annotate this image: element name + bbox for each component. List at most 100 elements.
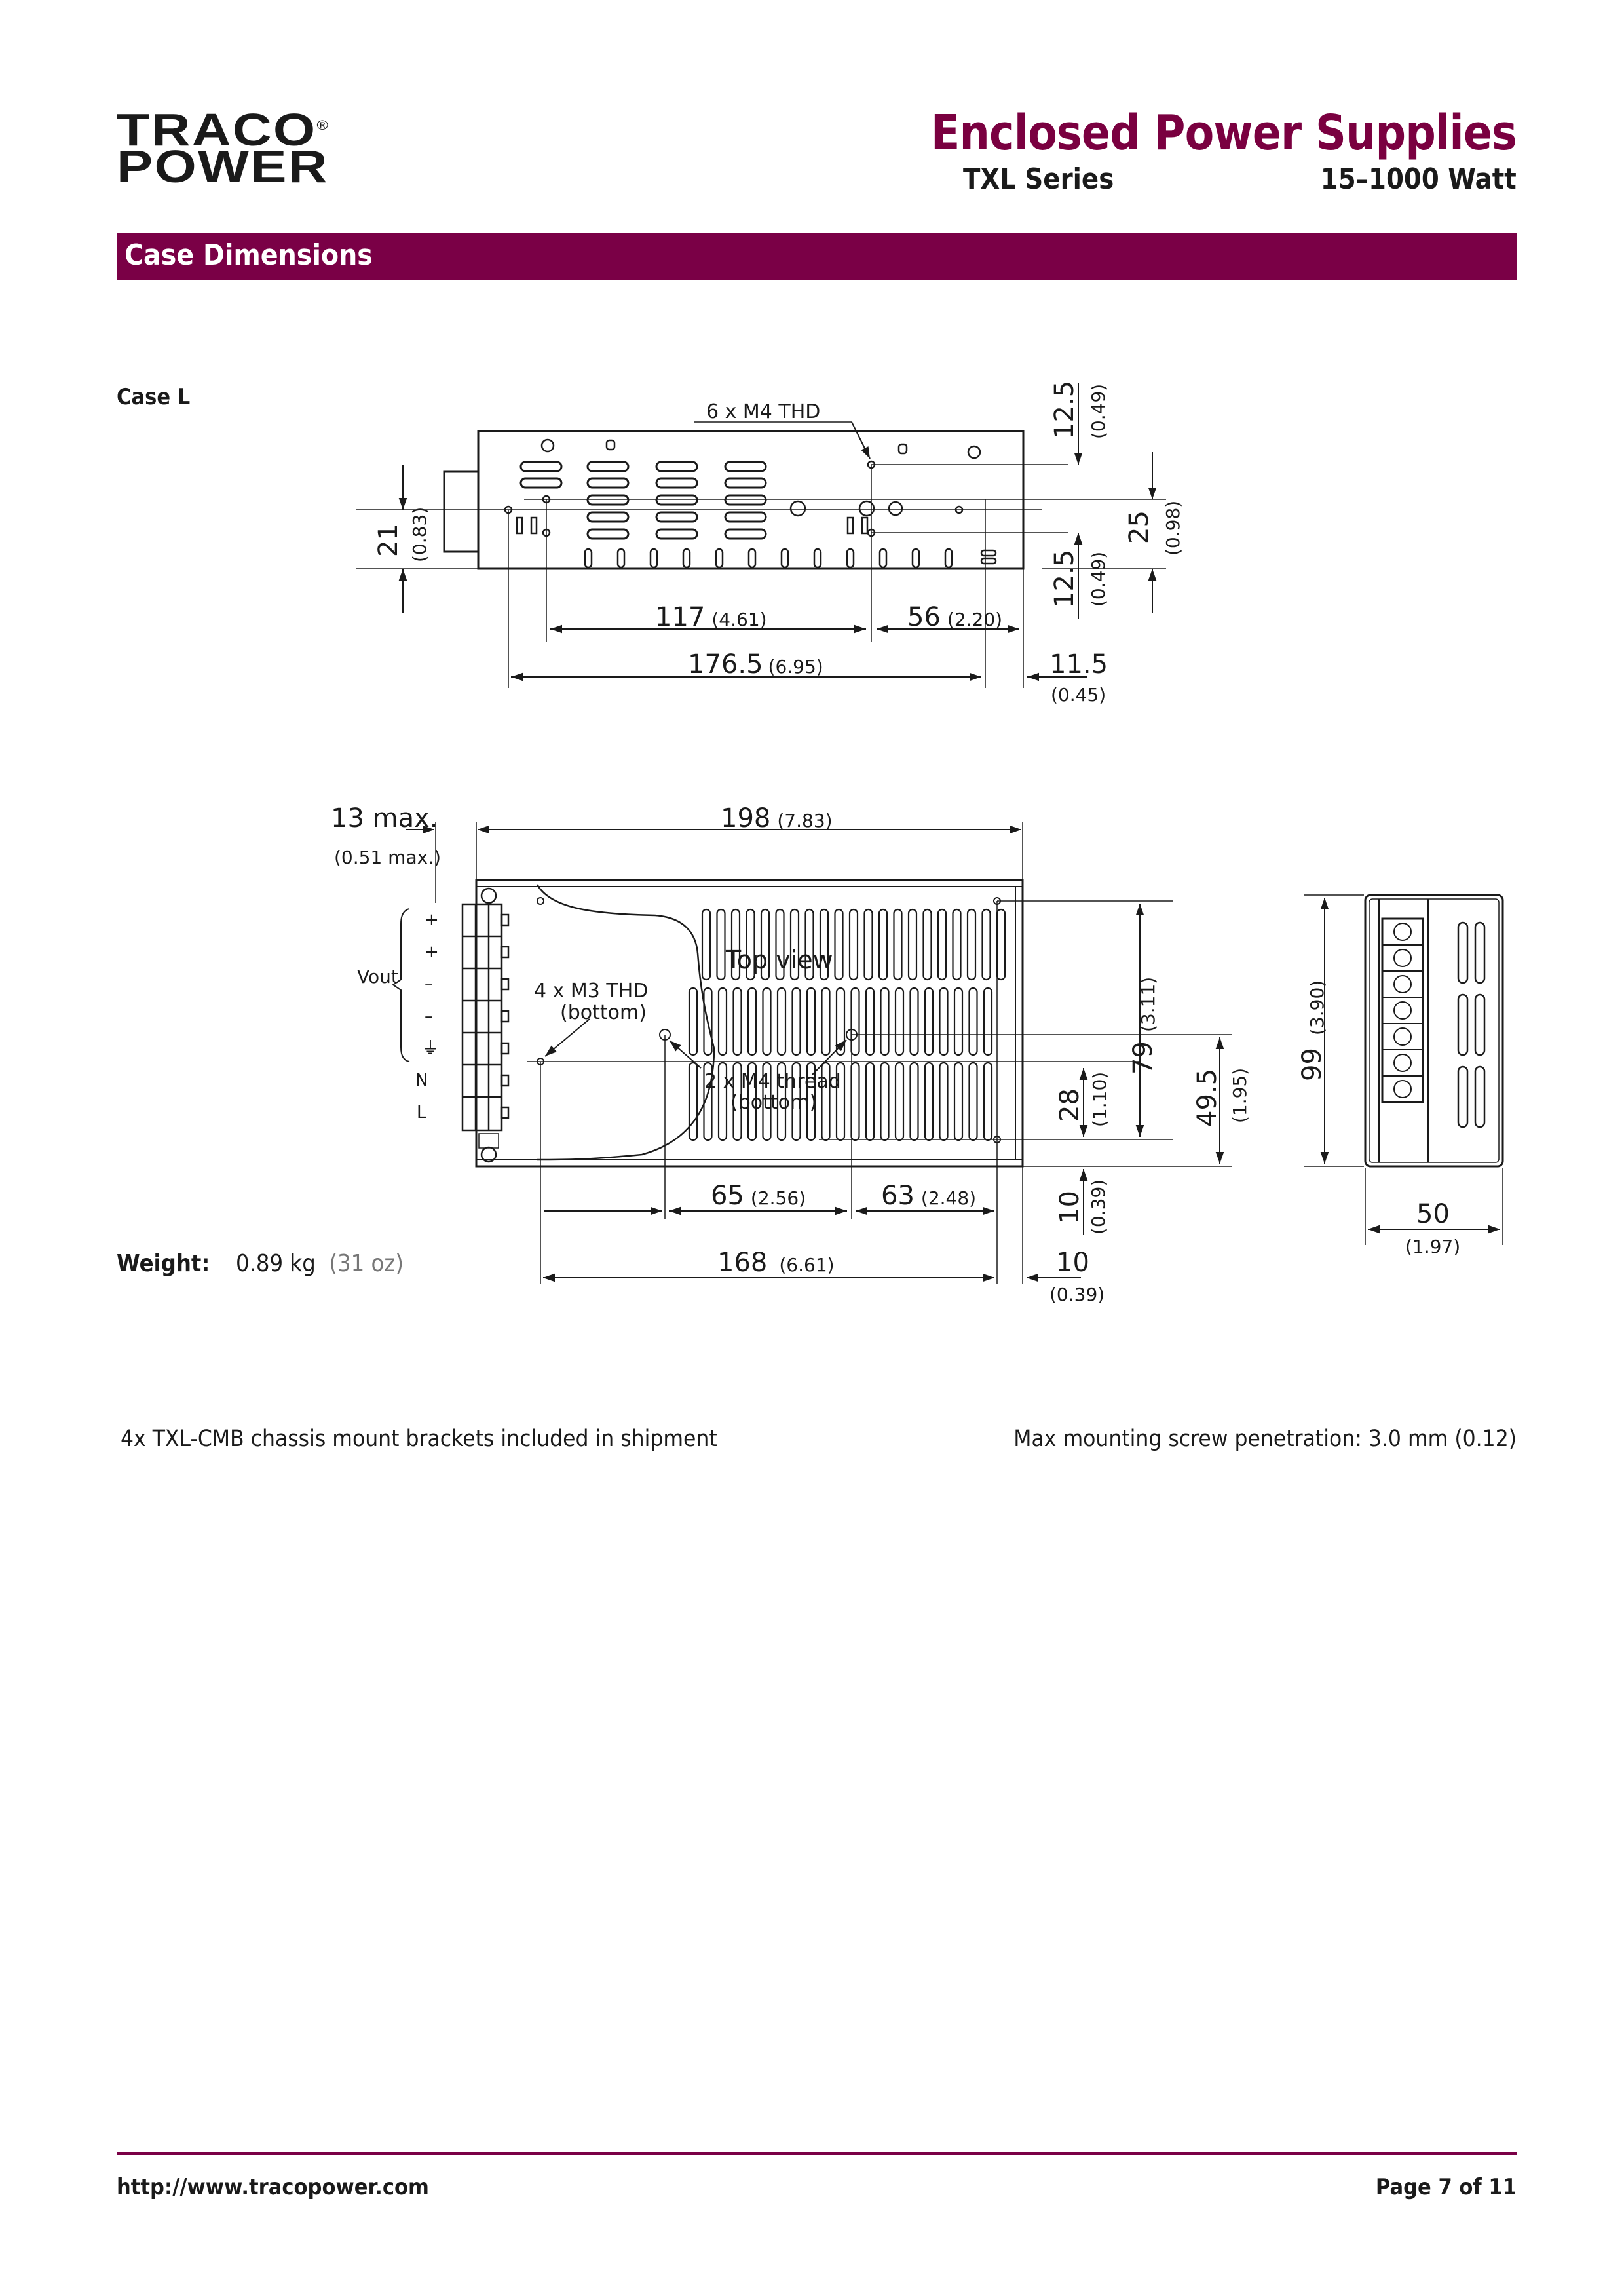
vent-slot xyxy=(968,1062,978,1141)
terminal-label-neutral: N xyxy=(415,1071,428,1090)
top-view-label: Top view xyxy=(725,946,833,974)
vent-slot xyxy=(878,908,888,981)
callout-m3-thd: 4 x M3 THD xyxy=(534,980,648,1003)
side-view-outline xyxy=(477,430,1025,570)
top-vent-slots xyxy=(688,908,1006,1141)
terminal-screw-icon xyxy=(1393,949,1412,967)
terminal-label-3: – xyxy=(425,974,433,994)
vent-slot xyxy=(747,1062,757,1141)
top-dim-bottom-offset: 10 xyxy=(1055,1191,1085,1224)
vent-slot xyxy=(746,908,755,981)
vent-slot xyxy=(894,1062,905,1141)
vent-slot xyxy=(983,1062,993,1141)
side-dim-top-offset: 12.5 xyxy=(1049,381,1080,439)
vent-slot xyxy=(776,1062,787,1141)
top-view-outline xyxy=(475,879,1024,1168)
top-dim-end-offset: 10 xyxy=(1056,1248,1089,1278)
end-dim-height-in: (3.90) xyxy=(1306,980,1328,1035)
footer-url-link[interactable]: http://www.tracopower.com xyxy=(117,2174,429,2200)
vent-slot xyxy=(848,908,859,981)
case-dimension-drawing: 6 x M4 THD 21 (0.83) 12.5 (0.49) 12.5 (0… xyxy=(331,381,1504,1305)
vent-slot xyxy=(819,908,829,981)
vent-slot xyxy=(865,987,875,1056)
top-dim-end-offset-in: (0.39) xyxy=(1049,1284,1105,1305)
side-bottom-tabs xyxy=(584,548,997,569)
end-vent-slots xyxy=(1457,921,1486,1128)
vent-slot xyxy=(835,987,846,1056)
end-view xyxy=(1304,894,1504,1245)
vent-slot xyxy=(791,987,801,1056)
terminal-screw-icon xyxy=(1393,923,1412,941)
top-dim-center-in: (1.95) xyxy=(1229,1068,1251,1123)
page-number: Page 7 of 11 xyxy=(1375,2174,1517,2200)
side-dim-height-in: (0.83) xyxy=(409,507,430,562)
note-screw-penetration: Max mounting screw penetration: 3.0 mm (… xyxy=(1013,1426,1517,1452)
vent-slot xyxy=(762,987,772,1056)
vent-slot xyxy=(775,908,785,981)
callout-m4-thread: 2 x M4 thread xyxy=(704,1070,841,1093)
vent-slot xyxy=(688,987,698,1056)
vent-slot xyxy=(968,987,978,1056)
vent-slot xyxy=(806,1062,816,1141)
vent-slot xyxy=(937,908,947,981)
section-title: Case Dimensions xyxy=(124,239,373,272)
side-view xyxy=(356,383,1166,688)
vent-slot xyxy=(804,908,814,981)
vent-slot xyxy=(835,1062,846,1141)
top-dim-hole-x1: 65(2.56) xyxy=(711,1181,806,1211)
vent-slot xyxy=(850,987,860,1056)
terminal-label-ground: ⏚ xyxy=(422,1039,439,1058)
weight-alt: (31 oz) xyxy=(329,1250,404,1277)
vent-slot xyxy=(953,987,964,1056)
vent-slot xyxy=(909,1062,919,1141)
vent-slot xyxy=(760,908,770,981)
top-dim-terminal-max: 13 max. xyxy=(331,803,438,833)
callout-m3-bottom: (bottom) xyxy=(560,1001,647,1024)
traco-power-logo: TRACO® POWER xyxy=(117,104,329,192)
vent-slot xyxy=(821,987,831,1056)
section-header-bar: Case Dimensions xyxy=(117,233,1517,280)
top-view xyxy=(392,822,1232,1284)
side-dim-outer-span: 176.5(6.95) xyxy=(688,649,823,679)
vent-slot xyxy=(688,1062,698,1141)
power-range: 15–1000 Watt xyxy=(1321,163,1517,196)
case-label: Case L xyxy=(117,384,191,410)
vent-slot xyxy=(747,987,757,1056)
vent-slot xyxy=(983,987,993,1056)
side-clip xyxy=(443,470,478,553)
vent-slot xyxy=(907,908,918,981)
vent-slot xyxy=(863,908,873,981)
side-extension-lines xyxy=(356,421,1166,688)
terminal-screw-icon xyxy=(1393,1027,1412,1046)
footer-divider xyxy=(117,2152,1517,2155)
registered-mark: ® xyxy=(316,119,328,133)
document-title: Enclosed Power Supplies xyxy=(930,105,1517,161)
vent-slot xyxy=(981,908,991,981)
top-dim-center: 49.5 xyxy=(1192,1069,1222,1127)
vent-slot xyxy=(909,987,919,1056)
terminal-label-4: – xyxy=(425,1006,433,1026)
vent-slot xyxy=(821,1062,831,1141)
vent-slot xyxy=(789,908,800,981)
vent-slot xyxy=(762,1062,772,1141)
terminal-labels: + + – – ⏚ N L xyxy=(415,910,439,1122)
side-dim-pitch: 25 xyxy=(1124,510,1154,544)
end-dim-height: 99 xyxy=(1297,1048,1327,1081)
top-dim-length: 198(7.83) xyxy=(721,803,833,833)
vent-slot xyxy=(953,1062,964,1141)
vent-slot xyxy=(703,1062,713,1141)
side-dimension-lines xyxy=(398,383,1157,681)
vent-slot xyxy=(880,987,890,1056)
vent-slot xyxy=(776,987,787,1056)
vent-slot xyxy=(924,987,934,1056)
side-dim-bottom-offset-in: (0.49) xyxy=(1087,552,1109,607)
vent-slot xyxy=(717,1062,728,1141)
vent-slot xyxy=(806,987,816,1056)
vent-slot xyxy=(996,908,1006,981)
top-dim-m3-span-in: (3.11) xyxy=(1137,977,1159,1032)
terminal-screw-icon xyxy=(1393,1054,1412,1072)
vent-slot xyxy=(939,1062,949,1141)
top-dim-m4-offset-in: (1.10) xyxy=(1089,1072,1110,1127)
terminal-label-1: + xyxy=(425,910,439,930)
terminal-label-line: L xyxy=(417,1103,426,1122)
